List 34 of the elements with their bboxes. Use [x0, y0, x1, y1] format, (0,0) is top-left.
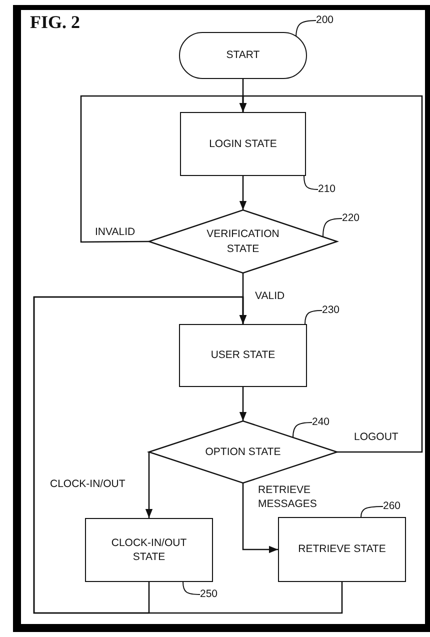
arrow: [239, 176, 247, 210]
node-label: CLOCK-IN/OUT STATE: [110, 536, 188, 564]
leader-line: [304, 310, 322, 324]
arrow: [239, 387, 247, 421]
leader-line: [182, 582, 200, 595]
process-box: [85, 518, 213, 582]
reference-number: 210: [318, 183, 336, 196]
node-label: LOGIN STATE: [209, 136, 277, 152]
reference-number: 200: [316, 14, 334, 27]
process-box: [180, 112, 306, 176]
arrow: [145, 452, 153, 518]
node-label: RETRIEVE STATE: [298, 542, 386, 557]
figure-title: FIG. 2: [30, 12, 80, 33]
process-box: [278, 517, 406, 582]
node-label: USER STATE: [210, 348, 276, 363]
node-label: VERIFICATION STATE: [206, 227, 280, 256]
arrow: [33, 296, 343, 614]
arrow: [242, 483, 278, 554]
leader-line: [292, 422, 312, 438]
leader-line: [322, 218, 342, 238]
node-label: OPTION STATE: [205, 444, 281, 460]
leader-line: [304, 176, 318, 190]
arrow: [239, 95, 423, 453]
leader-line: [360, 506, 384, 518]
process-box: [179, 324, 307, 387]
reference-number: 220: [342, 212, 360, 225]
decision-diamond: [149, 210, 337, 273]
reference-number: 250: [200, 588, 218, 601]
terminal-box: [179, 32, 307, 79]
reference-number: 240: [312, 416, 330, 429]
node-label: START: [226, 48, 260, 63]
reference-number: 260: [383, 500, 401, 513]
leader-line: [296, 20, 316, 38]
reference-number: 230: [322, 304, 340, 317]
